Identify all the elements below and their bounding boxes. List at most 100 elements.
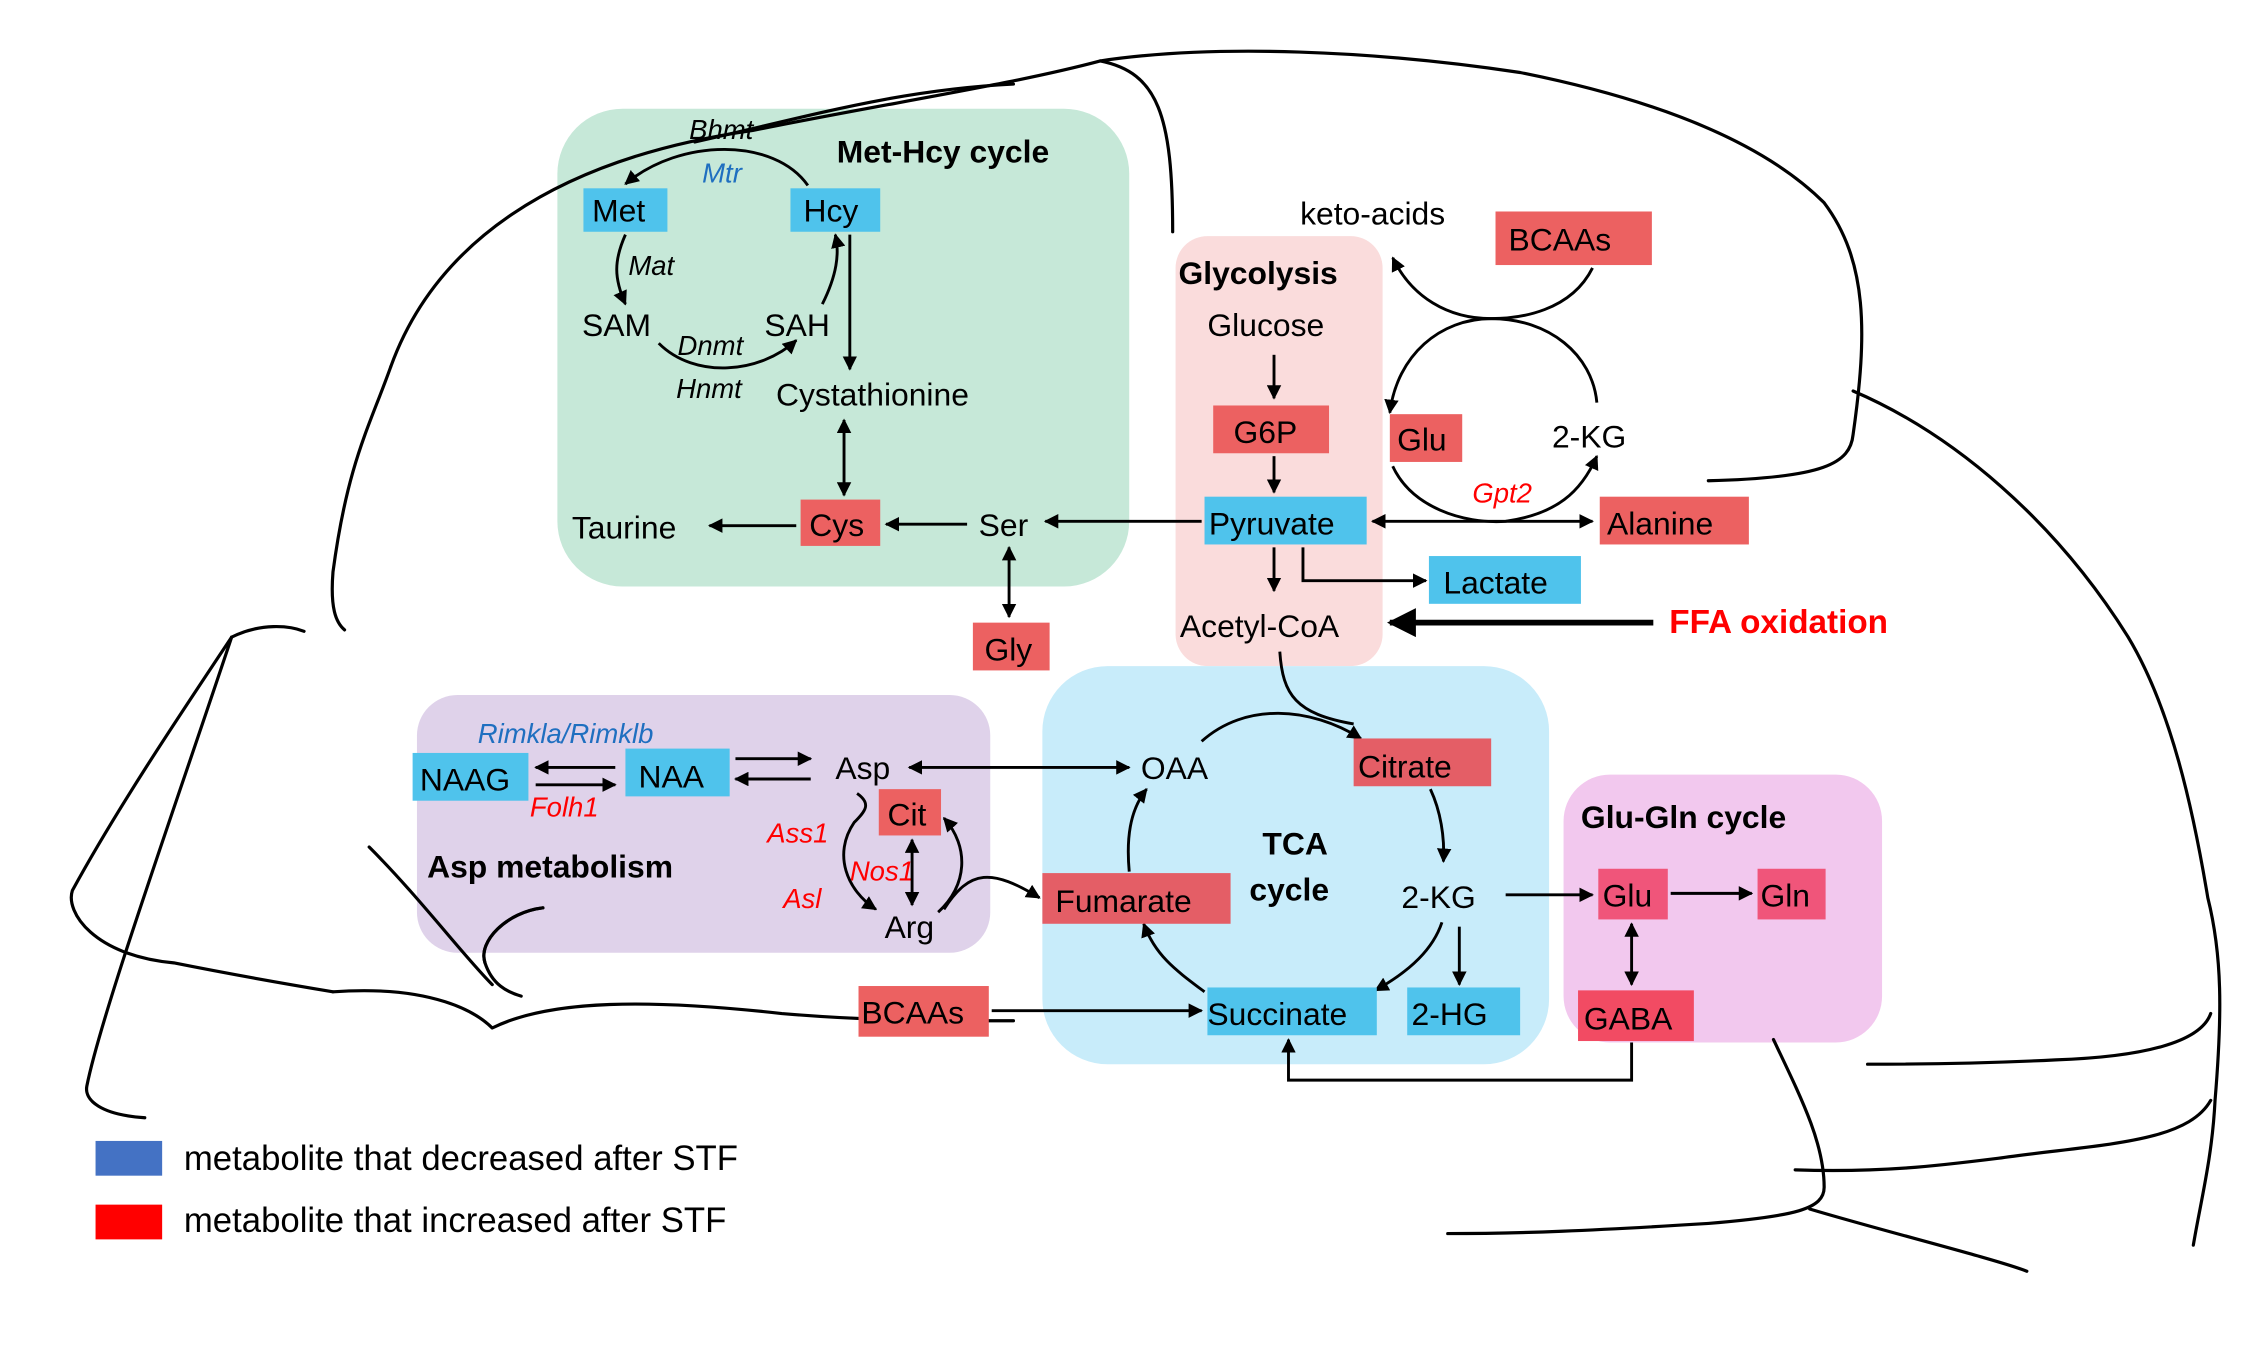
legend-swatch-increased [95,1204,163,1240]
metabolite-2kg-tca: 2-KG [1401,879,1475,915]
metabolite-cys: Cys [809,507,864,543]
arrow-hcy-to-met [624,148,810,187]
metabolite-naa: NAA [638,759,704,795]
region-glu-gln [1563,774,1883,1043]
metabolite-oaa: OAA [1141,750,1209,786]
metabolite-g6p: G6P [1233,414,1297,450]
region-title-met-hcy: Met-Hcy cycle [837,133,1049,169]
brain-outline [69,49,2222,1273]
enzyme-hnmt: Hnmt [676,373,743,404]
metabolite-alanine: Alanine [1607,505,1713,541]
region-asp [416,695,991,953]
metabolite-box-naag [412,752,529,801]
region-title-asp: Asp metabolism [427,848,673,884]
metabolite-box-glu-cycle [1598,868,1668,920]
metabolite-box-pyruvate [1204,496,1367,545]
metabolite-sah: SAH [764,307,829,343]
arrow-pyruvate-to-lactate [1301,547,1428,588]
enzyme-bhmt: Bhmt [689,114,755,145]
metabolite-glu-top: Glu [1397,421,1447,457]
arrow-arg-to-fumarate [942,875,1041,911]
region-met-hcy [557,108,1130,587]
arrow-2kg-to-glu [1384,317,1599,415]
enzyme-mat: Mat [628,250,675,281]
metabolite-box-naa [625,748,730,797]
arrow-bcaas-to-ketoacids [1391,256,1594,321]
region-title-glu-gln: Glu-Gln cycle [1581,799,1786,835]
arrow-sam-to-sah [657,339,798,370]
metabolite-keto-acids: keto-acids [1300,196,1445,232]
metabolite-box-citrate [1353,738,1492,787]
enzyme-nos1: Nos1 [850,855,914,886]
metabolite-gaba: GABA [1584,1000,1673,1036]
metabolite-succinate: Succinate [1207,996,1347,1032]
metabolite-bcaas-top: BCAAs [1509,222,1612,258]
metabolite-acetyl-coa: Acetyl-CoA [1180,608,1340,644]
metabolite-box-cys [800,499,881,546]
arrow-sah-to-hcy [821,233,846,305]
metabolite-box-bcaas-top [1495,211,1652,266]
metabolite-arg: Arg [885,909,935,945]
metabolite-met: Met [592,193,645,229]
metabolite-gly: Gly [984,631,1032,667]
enzyme-mtr: Mtr [702,158,744,189]
arrow-oaa-to-citrate [1200,711,1363,743]
metabolite-naag: NAAG [420,762,510,798]
arrow-2kg-to-succinate [1374,921,1444,992]
metabolite-lactate: Lactate [1443,565,1547,601]
metabolite-sam: SAM [582,307,651,343]
brain-outline-asp-curve [482,906,545,965]
metabolite-box-alanine [1599,496,1749,545]
metabolite-box-glu-top [1389,414,1463,462]
region-title-tca-line2: cycle [1249,872,1329,908]
legend-label-decreased: metabolite that decreased after STF [184,1140,738,1178]
metabolite-ser: Ser [979,507,1029,543]
metabolite-box-gln [1757,868,1826,920]
metabolite-box-hcy [790,188,881,232]
metabolite-2kg-top: 2-KG [1552,418,1626,454]
metabolite-gln: Gln [1760,877,1810,913]
enzyme-dnmt: Dnmt [678,330,745,361]
arrow-acetylcoa-to-citrate [1278,651,1354,726]
metabolite-box-met [583,188,668,232]
legend: metabolite that decreased after STF meta… [95,1140,738,1240]
enzyme-gpt2: Gpt2 [1472,477,1532,508]
metabolite-pyruvate: Pyruvate [1209,505,1335,541]
metabolite-citrate: Citrate [1358,749,1452,785]
enzyme-rimkla-rimklb: Rimkla/Rimklb [478,718,654,749]
arrow-asp-cit-to-arg [842,792,878,911]
metabolite-glu-cycle: Glu [1603,877,1653,913]
metabolite-box-bcaas-bottom [858,986,989,1037]
metabolite-cystathionine: Cystathionine [776,376,969,412]
enzyme-ass1: Ass1 [765,818,828,849]
arrow-citrate-to-2kg [1429,788,1452,863]
enzyme-asl: Asl [781,883,822,914]
metabolite-glucose: Glucose [1207,307,1324,343]
metabolite-box-g6p [1213,405,1330,454]
metabolite-cit: Cit [887,796,926,832]
legend-swatch-decreased [95,1140,163,1176]
metabolite-2hg: 2-HG [1412,996,1488,1032]
metabolite-asp: Asp [835,750,890,786]
metabolite-box-fumarate [1042,873,1231,924]
arrow-met-to-sam [613,234,627,306]
enzyme-folh1: Folh1 [530,792,599,823]
region-title-glycolysis: Glycolysis [1178,255,1337,291]
arrow-succinate-to-fumarate [1141,922,1206,993]
metabolite-box-gly [972,622,1050,671]
region-title-tca-line1: TCA [1262,825,1327,861]
metabolite-box-2hg [1407,987,1521,1036]
annotation-ffa-oxidation: FFA oxidation [1669,604,1888,641]
legend-label-increased: metabolite that increased after STF [184,1202,727,1240]
metabolite-fumarate: Fumarate [1055,883,1191,919]
arrow-fumarate-to-oaa [1126,788,1148,872]
metabolite-taurine: Taurine [572,510,676,546]
metabolite-hcy: Hcy [803,193,858,229]
metabolite-bcaas-bottom: BCAAs [861,995,964,1031]
arrow-gaba-to-succinate [1281,1038,1634,1082]
metabolite-box-lactate [1428,556,1581,604]
metabolite-box-cit [878,789,942,836]
metabolite-box-gaba [1578,990,1694,1042]
